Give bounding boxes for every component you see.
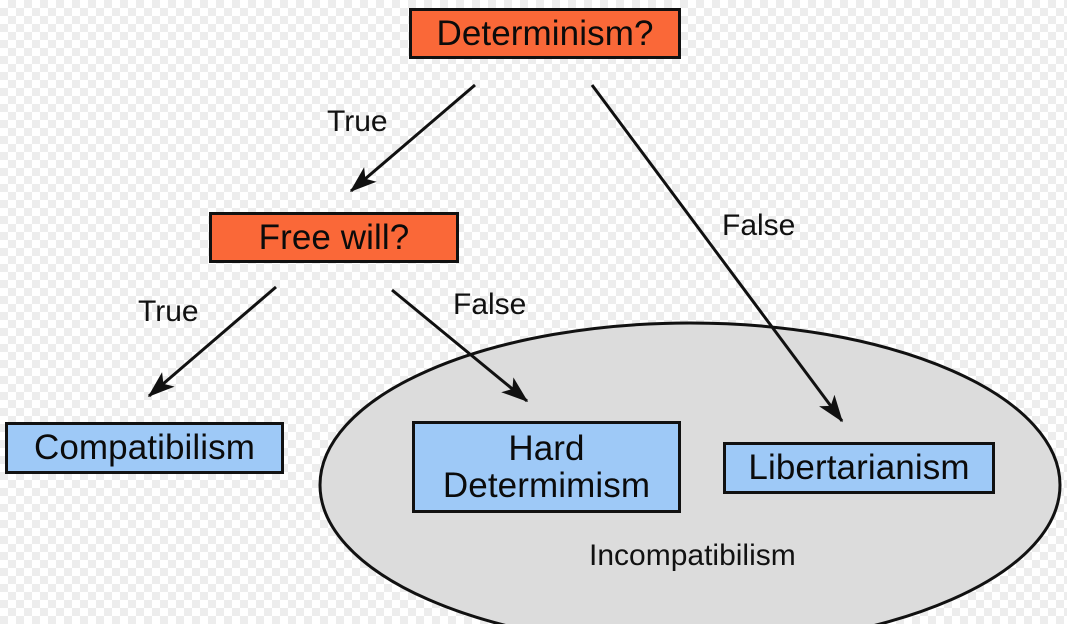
node-free-will[interactable]: Free will? bbox=[209, 212, 459, 263]
edge-label-free-will-true: True bbox=[138, 295, 199, 328]
edge-arrow-determinism-false-libertarianism bbox=[590, 84, 844, 423]
edge-label-determinism-false: False bbox=[722, 209, 796, 242]
node-hard-determimism[interactable]: Hard Determimism bbox=[412, 421, 681, 513]
edge-line-group bbox=[147, 83, 844, 423]
edge-label-free-will-false: False bbox=[453, 288, 527, 321]
edge-label-determinism-true: True bbox=[327, 105, 388, 138]
edge-arrow-free-will-true-compatibilism bbox=[147, 285, 277, 398]
node-compatibilism[interactable]: Compatibilism bbox=[5, 422, 284, 474]
edge-arrow-determinism-true-free-will bbox=[349, 83, 476, 193]
edge-arrow-free-will-false-hard-determimism bbox=[391, 288, 529, 403]
incompatibilism-group-label: Incompatibilism bbox=[589, 539, 796, 572]
node-libertarianism[interactable]: Libertarianism bbox=[723, 442, 995, 494]
node-determinism[interactable]: Determinism? bbox=[409, 8, 681, 59]
